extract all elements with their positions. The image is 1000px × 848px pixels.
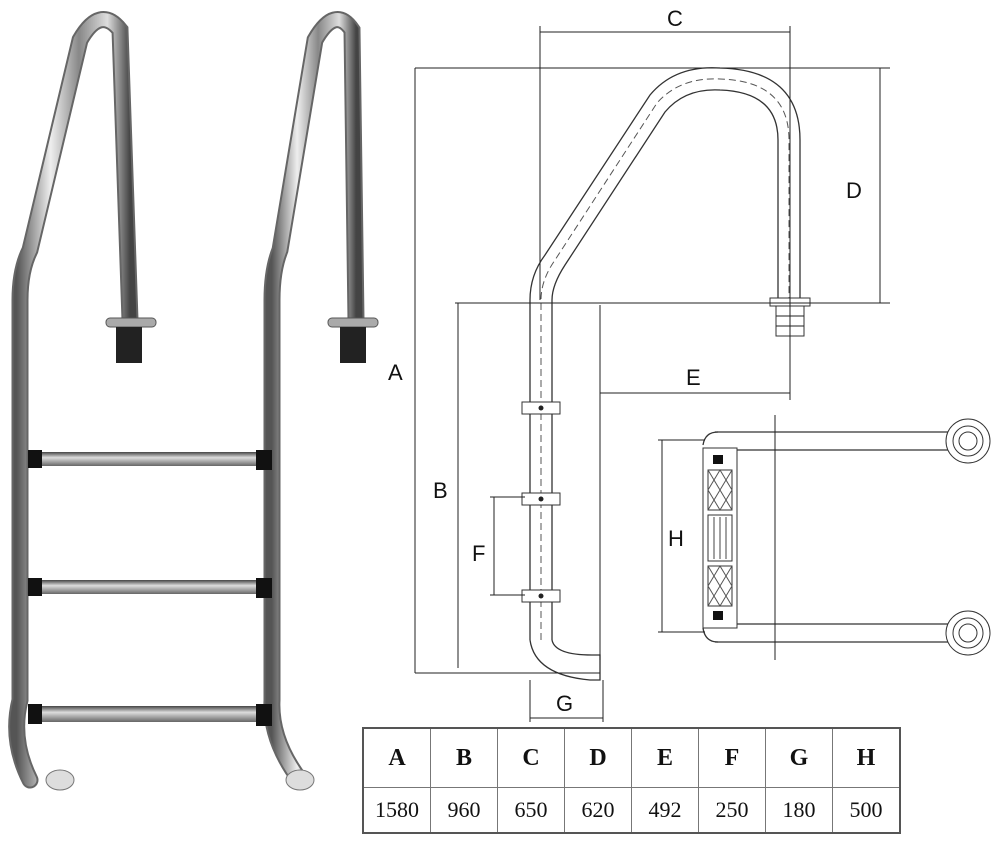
value-cell: 620 xyxy=(564,787,632,834)
value-cell: 1580 xyxy=(362,787,431,834)
dimension-label-e: E xyxy=(686,365,701,390)
dimensions-table: A B C D E F G H 1580 960 650 620 492 250… xyxy=(362,727,901,834)
header-cell: C xyxy=(497,727,565,788)
dimension-label-d: D xyxy=(846,178,862,203)
header-cell: B xyxy=(430,727,498,788)
value-cell: 960 xyxy=(430,787,498,834)
header-cell: E xyxy=(631,727,699,788)
header-cell: H xyxy=(832,727,901,788)
header-cell: G xyxy=(765,727,833,788)
dimension-label-h: H xyxy=(668,526,684,551)
dimension-label-b: B xyxy=(433,478,448,503)
value-cell: 492 xyxy=(631,787,699,834)
value-cell: 500 xyxy=(832,787,901,834)
dimension-label-g: G xyxy=(556,691,573,716)
table-header-row: A B C D E F G H xyxy=(362,727,901,788)
top-view-drawing xyxy=(702,415,991,660)
side-view-drawing xyxy=(521,67,811,681)
dimension-lines xyxy=(414,26,890,722)
dimension-label-c: C xyxy=(667,6,683,31)
header-cell: D xyxy=(564,727,632,788)
ladder-photo xyxy=(8,11,379,791)
value-cell: 250 xyxy=(698,787,766,834)
dimension-label-a: A xyxy=(388,360,403,385)
dimension-label-f: F xyxy=(472,541,485,566)
value-cell: 180 xyxy=(765,787,833,834)
header-cell: F xyxy=(698,727,766,788)
value-cell: 650 xyxy=(497,787,565,834)
header-cell: A xyxy=(362,727,431,788)
table-row: 1580 960 650 620 492 250 180 500 xyxy=(362,787,901,834)
